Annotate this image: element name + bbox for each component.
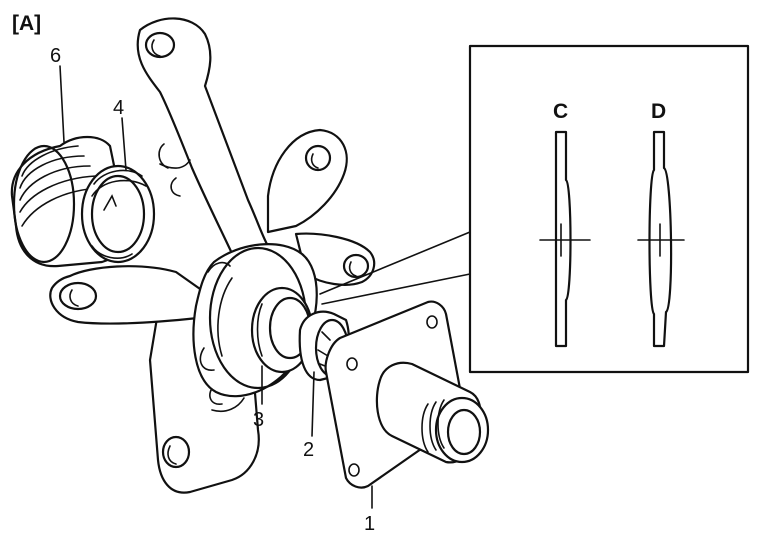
snap-ring-4	[80, 164, 156, 264]
leader-2	[311, 371, 315, 437]
leader-4	[121, 117, 127, 171]
detail-label-c: C	[553, 100, 568, 123]
spindle-1	[324, 300, 490, 489]
detail-label-d: D	[651, 100, 666, 123]
profile-c	[554, 130, 572, 348]
detail-inset: C D	[468, 44, 750, 374]
callout-3: 3	[253, 409, 264, 431]
view-label: [A]	[12, 12, 41, 35]
oil-seal-3	[250, 286, 314, 374]
zoom-line-lower	[321, 273, 471, 305]
callout-6: 6	[50, 45, 61, 67]
callout-1: 1	[364, 513, 375, 535]
callout-2: 2	[303, 439, 314, 461]
callout-4: 4	[113, 97, 124, 119]
leader-6	[59, 65, 65, 143]
zoom-line-upper	[319, 231, 471, 295]
